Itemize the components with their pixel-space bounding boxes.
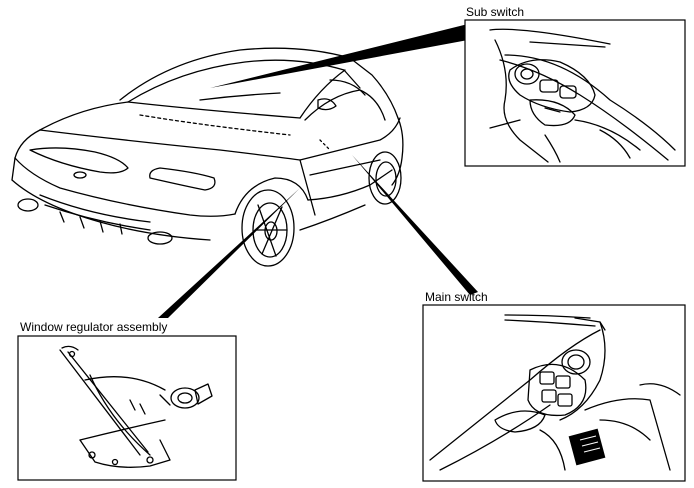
sub-switch-label: Sub switch xyxy=(466,5,525,19)
window-regulator-inset xyxy=(17,335,237,481)
callout-pointer-sub xyxy=(210,24,468,88)
callout-pointer-main xyxy=(352,155,478,295)
main-switch-inset xyxy=(422,304,686,482)
speaker-grille xyxy=(568,428,606,466)
car-illustration xyxy=(11,47,404,267)
callout-pointer-regulator xyxy=(158,188,300,318)
sub-switch-inset xyxy=(464,19,686,167)
window-regulator-label: Window regulator assembly xyxy=(20,320,168,334)
main-switch-label: Main switch xyxy=(425,290,488,304)
